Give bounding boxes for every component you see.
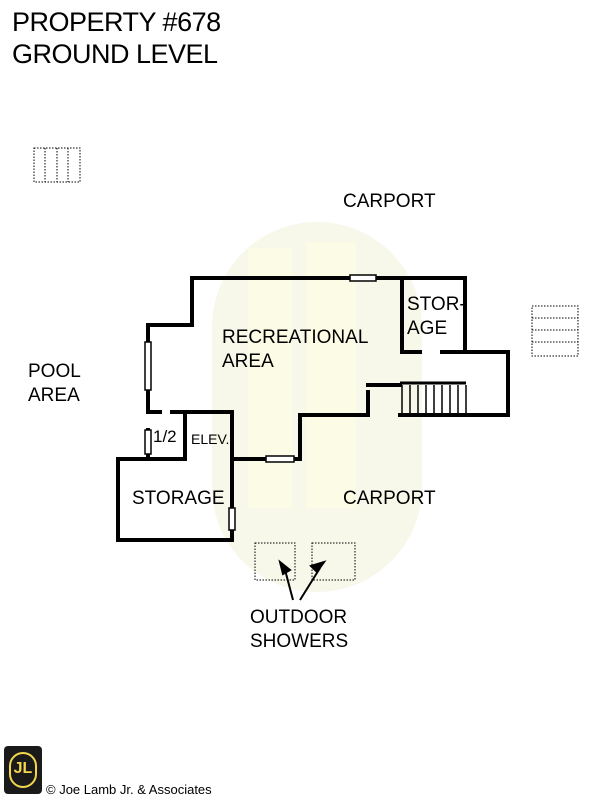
exterior-walls [116,276,510,542]
label-half-bath: 1/2 [153,427,177,446]
outdoor-shower-stalls [254,542,356,581]
label-recreational-line1: RECREATIONAL [222,327,369,348]
windows [144,274,377,531]
company-logo: JL [4,746,42,794]
copyright-text: © Joe Lamb Jr. & Associates [46,782,212,797]
title-line-1: PROPERTY #678 [12,7,221,37]
label-elevator: ELEV. [191,431,230,447]
watermark-logo [212,222,422,592]
label-pool-line2: AREA [28,385,80,406]
label-carport-bottom: CARPORT [343,488,436,509]
label-carport-top: CARPORT [343,191,436,212]
label-pool-line1: POOL [28,361,81,382]
label-storage-top-line1: STOR- [407,294,466,315]
label-storage-bottom: STORAGE [132,488,225,509]
exterior-steps-right [531,305,579,357]
stairs [400,381,467,415]
title-line-2: GROUND LEVEL [12,39,218,69]
shower-arrows [278,559,327,601]
logo-text: JL [13,760,33,777]
label-showers-line2: SHOWERS [250,631,349,652]
label-storage-top-line2: AGE [407,318,448,339]
label-recreational-line2: AREA [222,351,274,372]
label-showers-line1: OUTDOOR [250,607,348,628]
page-title: PROPERTY #678 GROUND LEVEL [12,6,221,70]
exterior-steps-left [33,147,81,183]
